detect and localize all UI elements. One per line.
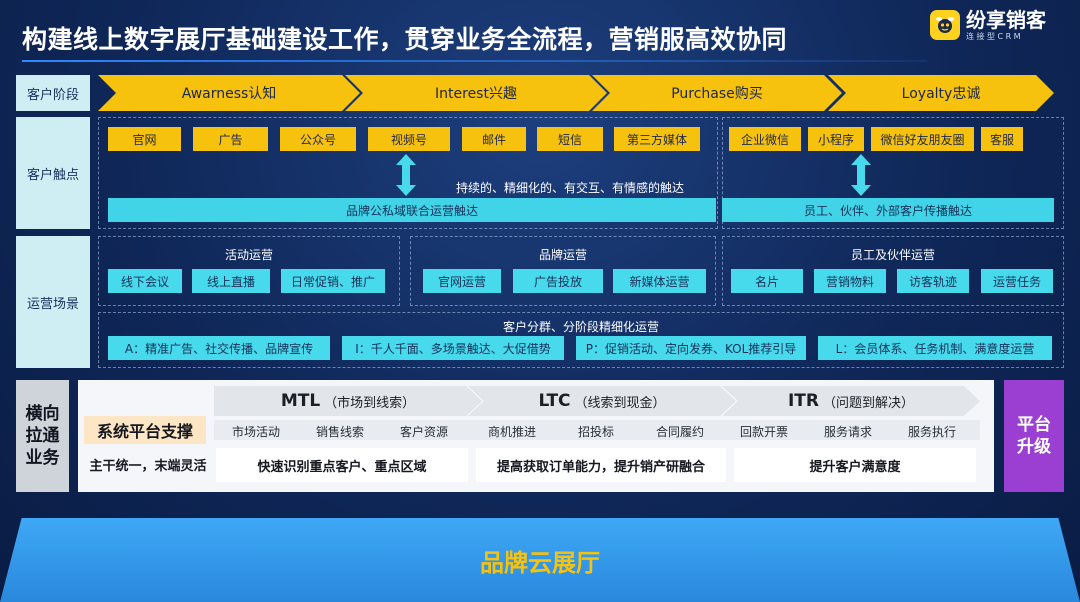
ops-item: 线上直播	[192, 269, 270, 293]
ops-group-activity	[98, 236, 400, 306]
flow-sub-item: 招投标	[577, 425, 614, 439]
double-arrow-icon	[396, 154, 416, 196]
ops-item: 名片	[731, 269, 803, 293]
brand-cloud-hall-text: 品牌云展厅	[480, 548, 600, 577]
flow-mtl: MTL （市场到线索）	[214, 386, 482, 416]
logo-bee-icon	[930, 10, 960, 40]
touch-item: 广告	[193, 127, 268, 151]
ops-group-title: 员工及伙伴运营	[850, 248, 935, 262]
page-title: 构建线上数字展厅基础建设工作，贯穿业务全流程，营销服高效协同	[22, 25, 788, 54]
touch-item: 客服	[981, 127, 1023, 151]
flow-sub-item: 合同履约	[655, 425, 704, 439]
touch-left-bar: 品牌公私域联合运营触达	[108, 198, 716, 222]
flow-name: ITR	[787, 391, 819, 411]
flow-sub-item: 服务请求	[823, 425, 872, 439]
ops-group-title: 活动运营	[224, 248, 273, 262]
ops-item: 官网运营	[423, 269, 501, 293]
platform-title: 系统平台支撑	[84, 416, 206, 444]
touch-item: 官网	[108, 127, 181, 151]
logo-name: 纷享销客	[966, 7, 1046, 32]
ops-group-staff	[722, 236, 1064, 306]
flow-name: LTC	[538, 391, 571, 411]
ops-segment-item: A：精准广告、社交传播、品牌宣传	[108, 336, 330, 360]
logo-subtitle: 连接型CRM	[966, 31, 1024, 41]
flow-sub-item: 服务执行	[907, 425, 956, 439]
ops-segment-group	[98, 312, 1064, 368]
touch-center-text: 持续的、精细化的、有交互、有情感的触达	[455, 181, 684, 195]
ops-segment-item: P：促销活动、定向发券、KOL推荐引导	[576, 336, 806, 360]
ops-group-title: 品牌运营	[538, 248, 587, 262]
stage-awareness: Awarness认知	[98, 75, 360, 111]
row-label-stage: 客户阶段	[16, 75, 90, 111]
title-underline	[22, 60, 927, 62]
ops-item: 营销物料	[814, 269, 886, 293]
platform-upgrade: 平台升级	[1004, 380, 1064, 492]
touch-right-group	[722, 117, 1064, 229]
touch-left-group	[98, 117, 718, 229]
brand-cloud-hall: 品牌云展厅	[0, 518, 1080, 602]
flow-sub-item: 市场活动	[231, 425, 280, 439]
ops-item: 访客轨迹	[897, 269, 969, 293]
flow-sub-strip	[214, 420, 980, 440]
touch-item: 视频号	[368, 127, 450, 151]
touch-item: 小程序	[808, 127, 864, 151]
ops-item: 日常促销、推广	[281, 269, 385, 293]
flow-sub-item: 销售线索	[315, 425, 364, 439]
touch-right-bar: 员工、伙伴、外部客户传播触达	[722, 198, 1054, 222]
flow-note: （市场到线索）	[324, 395, 416, 411]
flow-name: MTL	[280, 391, 321, 411]
flow-sub-item: 回款开票	[739, 425, 788, 439]
row-label-touch: 客户触点	[16, 117, 90, 229]
brand-logo: 纷享销客 连接型CRM	[930, 6, 1070, 44]
touch-item: 短信	[537, 127, 603, 151]
ops-segment-item: I：千人千面、多场景触达、大促借势	[342, 336, 564, 360]
flow-note: （问题到解决）	[823, 395, 915, 411]
flow-sub-item: 客户资源	[399, 425, 448, 439]
flow-sub-item: 商机推进	[487, 425, 536, 439]
flow-desc: 提升客户满意度	[734, 448, 976, 482]
touch-item: 公众号	[280, 127, 356, 151]
touch-item: 企业微信	[729, 127, 801, 151]
flow-itr: ITR （问题到解决）	[722, 386, 980, 416]
platform-desc: 主干统一，末端灵活	[89, 458, 207, 474]
touch-item: 第三方媒体	[614, 127, 700, 151]
ops-segment-item: L：会员体系、任务机制、满意度运营	[818, 336, 1052, 360]
flow-ltc: LTC （线索到现金）	[468, 386, 736, 416]
stage-loyalty: Loyalty忠诚	[828, 75, 1054, 111]
row-label-horizontal: 横向拉通业务	[16, 380, 69, 492]
ops-segment-title: 客户分群、分阶段精细化运营	[502, 320, 659, 334]
ops-group-brand	[410, 236, 716, 306]
flow-desc: 快速识别重点客户、重点区域	[216, 448, 468, 482]
ops-item: 线下会议	[108, 269, 182, 293]
touch-item: 微信好友朋友圈	[871, 127, 974, 151]
flow-desc: 提高获取订单能力，提升销产研融合	[476, 448, 726, 482]
flow-note: （线索到现金）	[574, 395, 666, 411]
stage-purchase: Purchase购买	[592, 75, 842, 111]
ops-item: 广告投放	[513, 269, 603, 293]
ops-item: 新媒体运营	[613, 269, 706, 293]
double-arrow-icon	[851, 154, 871, 196]
ops-item: 运营任务	[981, 269, 1053, 293]
row-label-ops: 运营场景	[16, 236, 90, 368]
touch-item: 邮件	[462, 127, 526, 151]
stage-interest: Interest兴趣	[345, 75, 607, 111]
